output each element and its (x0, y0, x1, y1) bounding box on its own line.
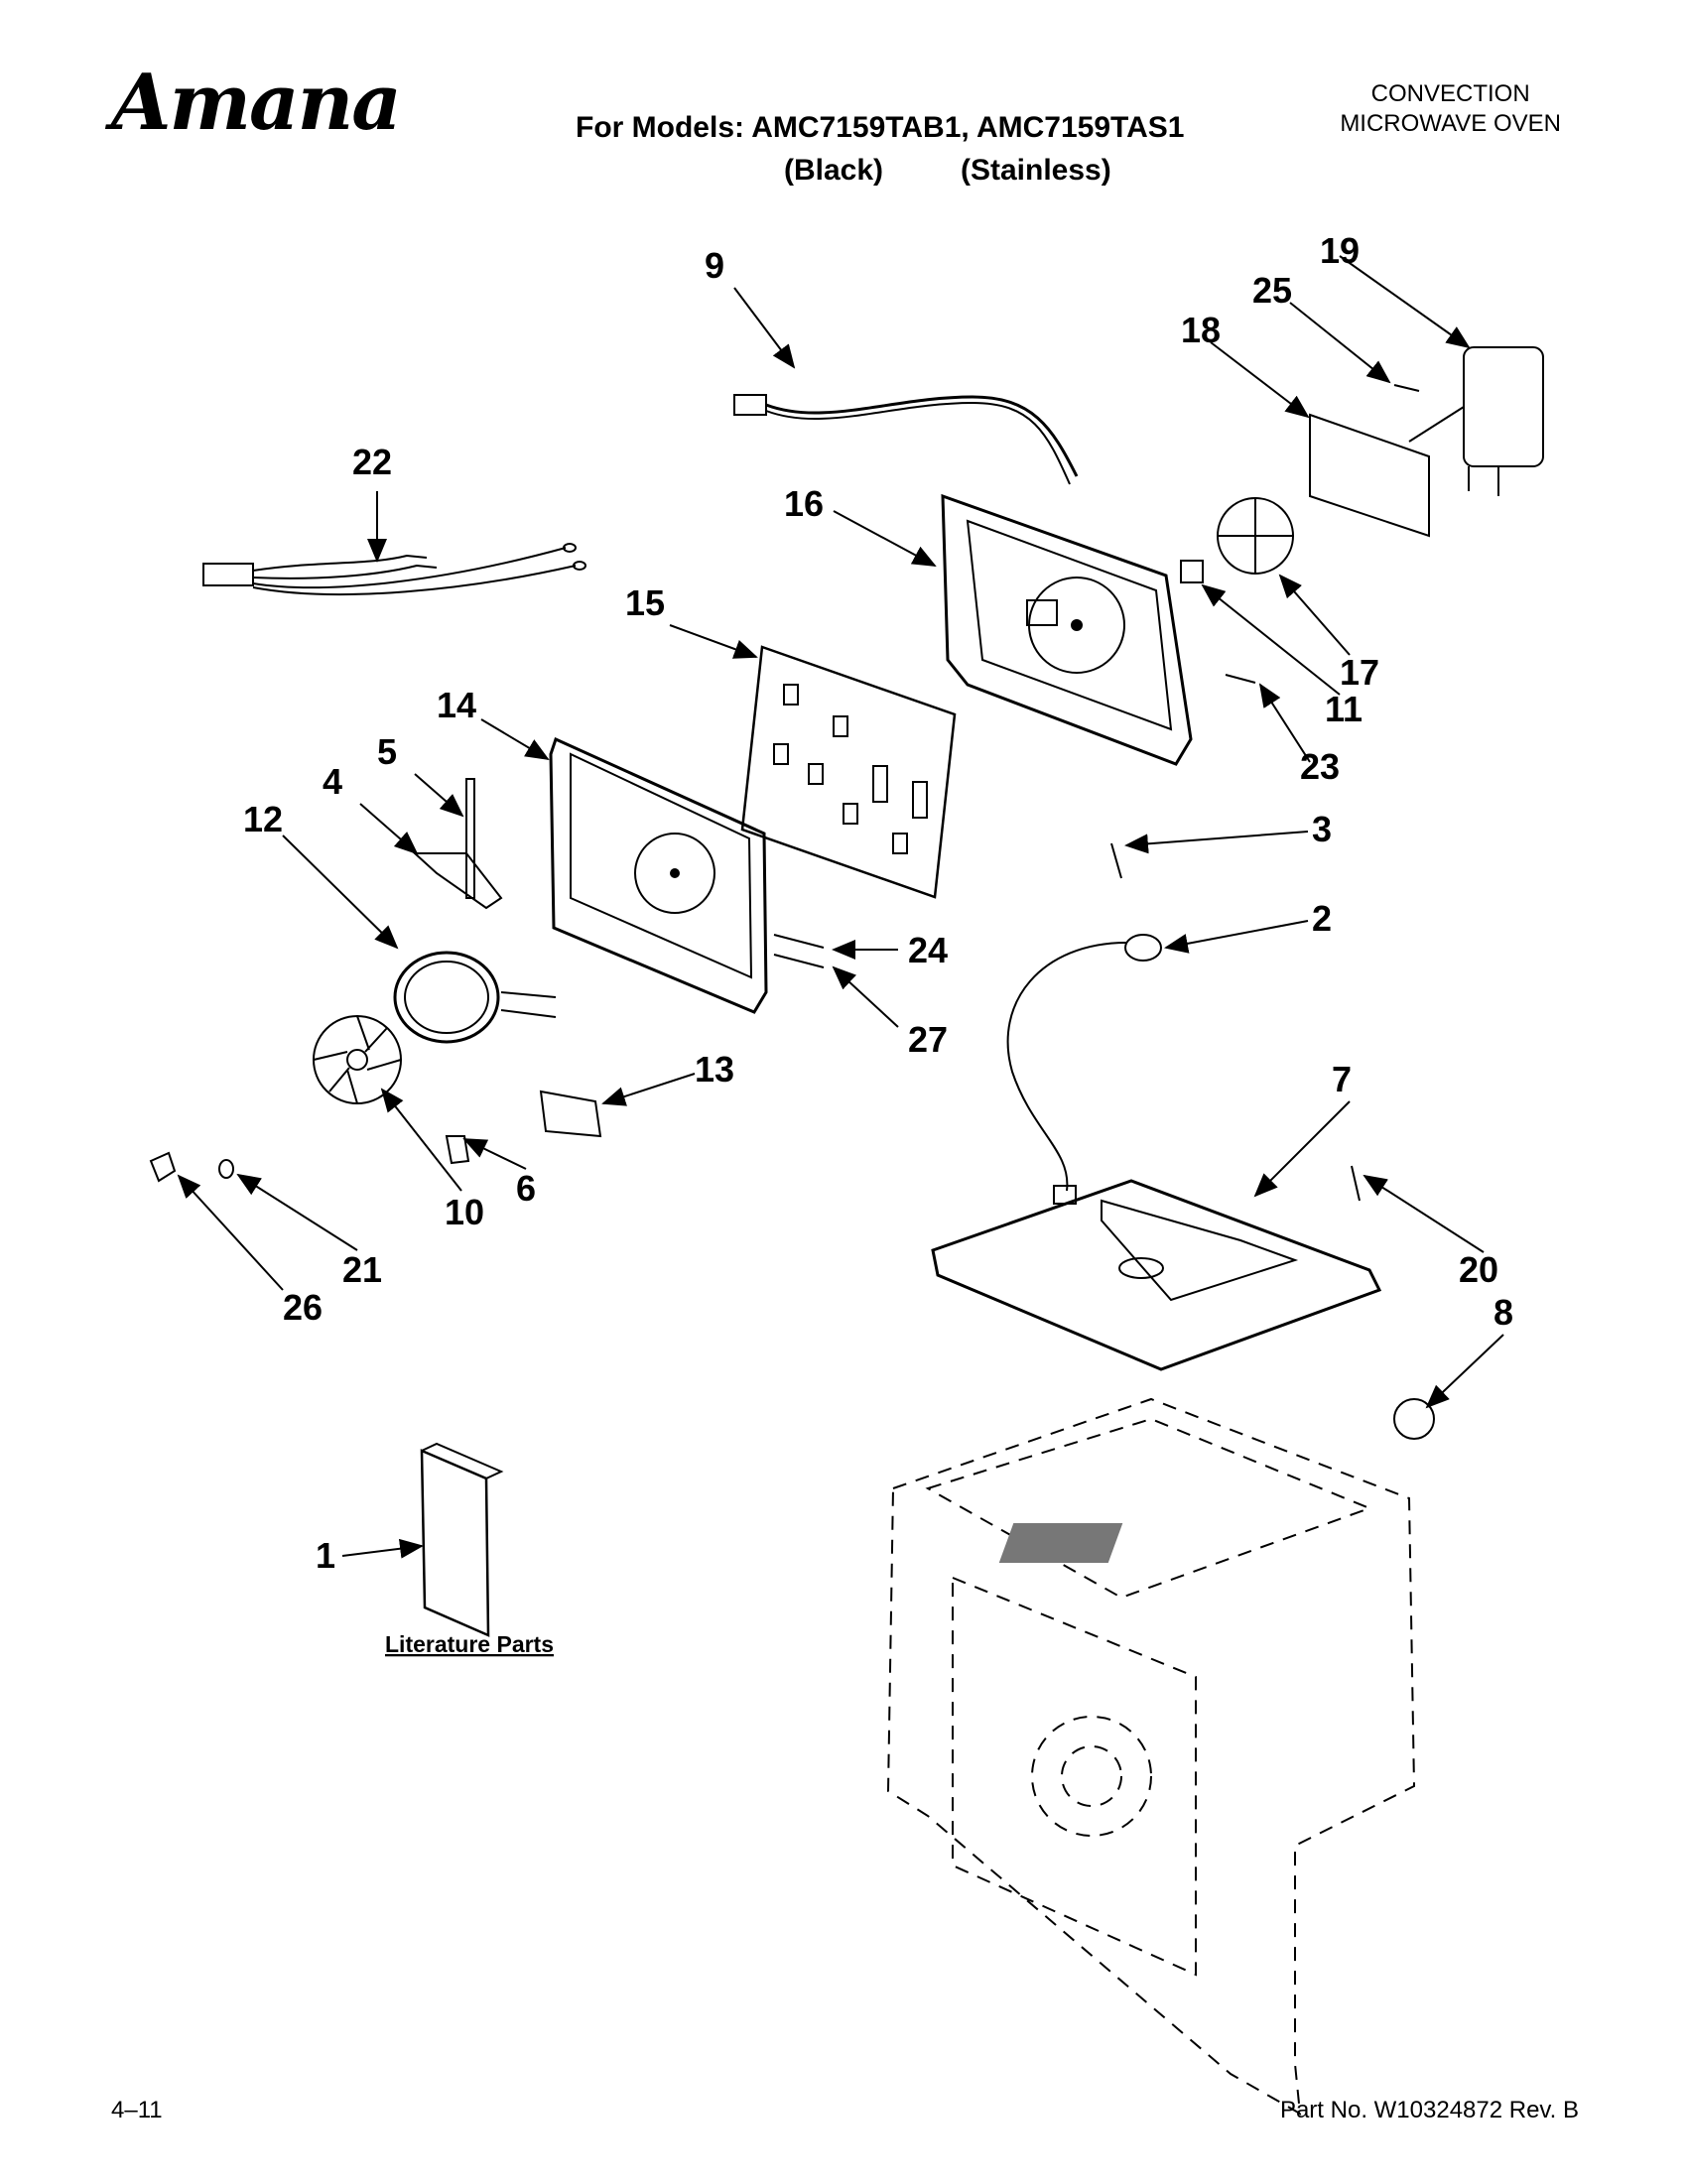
part-5-bracket (465, 778, 475, 899)
callout-24: 24 (908, 930, 948, 970)
callout-18: 18 (1181, 310, 1221, 350)
callout-19: 19 (1320, 230, 1360, 271)
variant-black: (Black) (784, 154, 884, 187)
callout-26: 26 (283, 1287, 323, 1328)
callout-5: 5 (377, 731, 397, 772)
part-25-screw (1393, 384, 1420, 392)
part-9-wire-harness (733, 394, 1079, 485)
callout-2: 2 (1312, 898, 1332, 939)
callout-13: 13 (695, 1049, 734, 1090)
callout-1: 1 (316, 1535, 335, 1576)
part-13-bracket (539, 1090, 602, 1138)
callout-25: 25 (1252, 270, 1292, 311)
callout-15: 15 (625, 582, 665, 623)
callout-16: 16 (784, 483, 824, 524)
callout-27: 27 (908, 1019, 948, 1060)
part-21-washer (218, 1159, 234, 1179)
callout-6: 6 (516, 1168, 536, 1209)
part-3-screw (1110, 842, 1122, 879)
part-23-screw (1225, 674, 1256, 684)
part-12-heating-element (393, 951, 557, 1044)
part-16-frame (941, 493, 1193, 766)
callout-3: 3 (1312, 809, 1332, 849)
part-24-27-screws (773, 934, 825, 968)
part-10-fan-blade (313, 1015, 402, 1104)
callout-10: 10 (445, 1192, 484, 1232)
callout-7: 7 (1332, 1059, 1352, 1099)
literature-parts-label: Literature Parts (385, 1631, 554, 1657)
callout-8: 8 (1493, 1292, 1513, 1333)
vent-grille (998, 1523, 1123, 1563)
part-2-thermostat (1006, 934, 1162, 1205)
page-number: 4–11 (111, 2097, 163, 2123)
part-26-nut (149, 1151, 177, 1183)
callout-23: 23 (1300, 746, 1340, 787)
product-category: CONVECTION MICROWAVE OVEN (1340, 79, 1561, 139)
part-18-bracket (1309, 413, 1430, 538)
callout-22: 22 (352, 442, 392, 482)
callout-4: 4 (323, 761, 342, 802)
part-20-screw (1351, 1165, 1361, 1202)
part-1-literature (420, 1449, 490, 1637)
part-22-wire-harness (202, 543, 586, 596)
callout-12: 12 (243, 799, 283, 839)
category-line-1: CONVECTION (1370, 80, 1530, 107)
variant-stainless: (Stainless) (961, 154, 1111, 187)
callout-17: 17 (1340, 652, 1379, 693)
callout-21: 21 (342, 1249, 382, 1290)
part-number: Part No. W10324872 Rev. B (1279, 2097, 1579, 2123)
models-heading: For Models: AMC7159TAB1, AMC7159TAS1 (576, 111, 1185, 144)
callout-20: 20 (1459, 1249, 1498, 1290)
part-19-motor (1408, 346, 1544, 496)
callout-14: 14 (437, 685, 476, 725)
callout-11: 11 (1325, 689, 1363, 729)
part-4-bracket (412, 852, 503, 910)
part-11-spacer (1180, 560, 1204, 583)
part-15-insulation (740, 645, 957, 899)
callout-9: 9 (705, 245, 724, 286)
oven-cavity-outline (886, 1397, 1416, 2116)
part-6-clip (445, 1135, 470, 1165)
part-14-frame (549, 736, 768, 1014)
part-7-base-plate (931, 1179, 1382, 1371)
part-17-fan (1217, 497, 1294, 575)
amana-logo: Amana (111, 58, 402, 148)
category-line-2: MICROWAVE OVEN (1340, 110, 1561, 137)
part-8-thermostat (1393, 1398, 1435, 1440)
